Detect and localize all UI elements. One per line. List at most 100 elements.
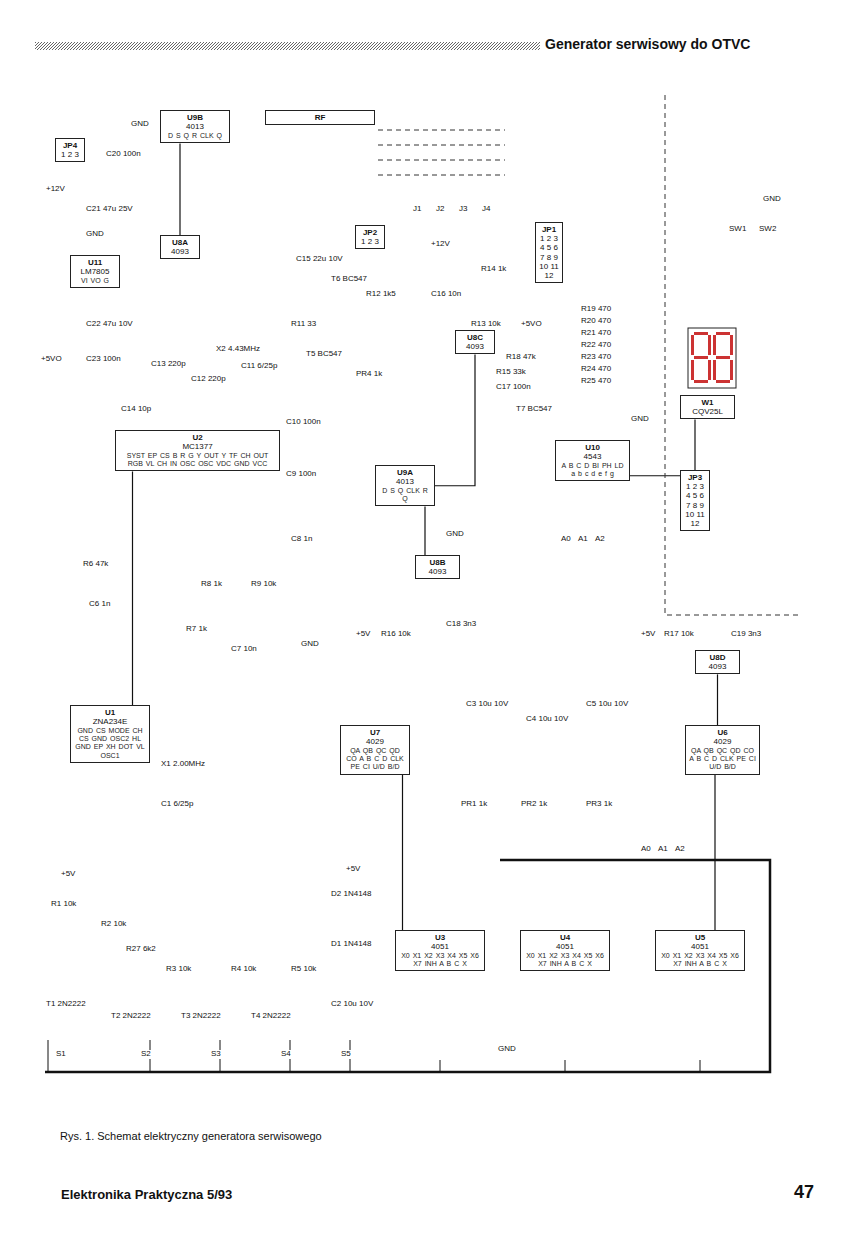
ic-box: U8B4093 xyxy=(415,555,460,579)
ic-box: U34051X0 X1 X2 X3 X4 X5 X6 X7 INH A B C … xyxy=(395,930,485,971)
component-label: R3 10k xyxy=(165,965,192,974)
component-label: A1 xyxy=(577,535,589,544)
ic-box: U44051X0 X1 X2 X3 X4 X5 X6 X7 INH A B C … xyxy=(520,930,610,971)
component-label: R12 1k5 xyxy=(365,290,397,299)
ic-box: U11LM7805VI VO G xyxy=(70,255,120,288)
ic-box: W1CQV25L xyxy=(680,395,735,419)
part-ref: U9A xyxy=(379,468,431,477)
pin-names: GND CS MODE CH CS GND OSC2 HL GND EP XH … xyxy=(74,727,146,759)
bus-taps xyxy=(48,1040,350,1072)
component-label: C16 10n xyxy=(430,290,462,299)
component-label: R20 470 xyxy=(580,317,612,326)
component-label: C17 100n xyxy=(495,383,532,392)
component-label: R13 10k xyxy=(470,320,502,329)
pin-names: VI VO G xyxy=(74,277,116,285)
ic-box: U8A4093 xyxy=(160,235,200,259)
component-label: S2 xyxy=(140,1050,152,1059)
component-label: J1 xyxy=(412,205,422,214)
part-number: LM7805 xyxy=(74,267,116,276)
component-label: R8 1k xyxy=(200,580,223,589)
component-label: A2 xyxy=(674,845,686,854)
wire-connector xyxy=(435,354,475,485)
component-label: J2 xyxy=(435,205,445,214)
part-number: 4013 xyxy=(164,122,226,131)
component-label: GND xyxy=(762,195,782,204)
component-label: R17 10k xyxy=(663,630,695,639)
ic-box: U9B4013D S Q R CLK Q xyxy=(160,110,230,143)
component-label: R22 470 xyxy=(580,341,612,350)
component-label: C22 47u 10V xyxy=(85,320,134,329)
part-number: 4029 xyxy=(689,737,756,746)
component-label: A0 xyxy=(640,845,652,854)
component-label: C20 100n xyxy=(105,150,142,159)
component-label: R24 470 xyxy=(580,365,612,374)
part-number: 1 2 3 4 5 6 7 8 9 10 11 12 xyxy=(539,234,559,280)
component-label: SW2 xyxy=(758,225,777,234)
component-label: C21 47u 25V xyxy=(85,205,134,214)
component-label: A0 xyxy=(560,535,572,544)
component-label: S3 xyxy=(210,1050,222,1059)
part-ref: RF xyxy=(269,113,371,122)
component-label: D1 1N4148 xyxy=(330,940,372,949)
component-label: T1 2N2222 xyxy=(45,1000,87,1009)
component-label: R19 470 xyxy=(580,305,612,314)
component-label: C10 100n xyxy=(285,418,322,427)
component-label: R1 10k xyxy=(50,900,77,909)
component-label: R27 6k2 xyxy=(125,945,157,954)
part-number: 4013 xyxy=(379,477,431,486)
component-label: Elektronika Praktyczna 5/93 xyxy=(60,1188,233,1202)
component-label: C3 10u 10V xyxy=(465,700,509,709)
part-ref: U9B xyxy=(164,113,226,122)
ic-box: U74029QA QB QC QD CO A B C D CLK PE CI U… xyxy=(340,725,410,775)
component-label: R4 10k xyxy=(230,965,257,974)
ic-box: RF xyxy=(265,110,375,125)
component-label: T3 2N2222 xyxy=(180,1012,222,1021)
part-number: 4543 xyxy=(559,452,626,461)
ic-box: U1ZNA234EGND CS MODE CH CS GND OSC2 HL G… xyxy=(70,705,150,763)
component-label: R25 470 xyxy=(580,377,612,386)
component-label: R18 47k xyxy=(505,353,537,362)
component-label: PR1 1k xyxy=(460,800,488,809)
part-number: 4051 xyxy=(399,942,481,951)
seven-segment-digit xyxy=(691,332,733,383)
figure-caption: Rys. 1. Schemat elektryczny generatora s… xyxy=(60,1130,322,1142)
component-label: +12V xyxy=(430,240,451,249)
component-label: C1 6/25p xyxy=(160,800,194,809)
component-label: +5VO xyxy=(520,320,543,329)
part-number: MC1377 xyxy=(119,442,276,451)
ic-box: U8C4093 xyxy=(455,330,495,354)
component-label: C11 6/25p xyxy=(240,362,278,371)
part-ref: U11 xyxy=(74,258,116,267)
pin-names: D S Q R CLK Q xyxy=(164,132,226,140)
component-label: +5V xyxy=(355,630,371,639)
component-label: +5VO xyxy=(40,355,63,364)
part-number: 1 2 3 xyxy=(359,237,381,246)
component-label: R16 10k xyxy=(380,630,412,639)
component-label: T5 BC547 xyxy=(305,350,343,359)
ic-box: U104543A B C D BI PH LD a b c d e f g xyxy=(555,440,630,481)
part-ref: U6 xyxy=(689,728,756,737)
part-ref: JP4 xyxy=(59,141,81,150)
component-label: R14 1k xyxy=(480,265,507,274)
part-number: 4093 xyxy=(419,567,456,576)
component-label: A1 xyxy=(657,845,669,854)
part-ref: U1 xyxy=(74,708,146,717)
component-label: J4 xyxy=(481,205,491,214)
ic-box: U8D4093 xyxy=(695,650,740,674)
component-label: R21 470 xyxy=(580,329,612,338)
ic-box: U54051X0 X1 X2 X3 X4 X5 X6 X7 INH A B C … xyxy=(655,930,745,971)
part-ref: JP3 xyxy=(684,473,706,482)
component-label: T4 2N2222 xyxy=(250,1012,292,1021)
component-label: C9 100n xyxy=(285,470,317,479)
component-label: C6 1n xyxy=(88,600,111,609)
component-label: R2 10k xyxy=(100,920,127,929)
component-label: PR4 1k xyxy=(355,370,383,379)
wire-connector xyxy=(714,775,715,930)
component-label: C5 10u 10V xyxy=(585,700,629,709)
mux-taps xyxy=(440,1060,700,1072)
component-label: S1 xyxy=(55,1050,67,1059)
component-label: +5V xyxy=(60,870,76,879)
